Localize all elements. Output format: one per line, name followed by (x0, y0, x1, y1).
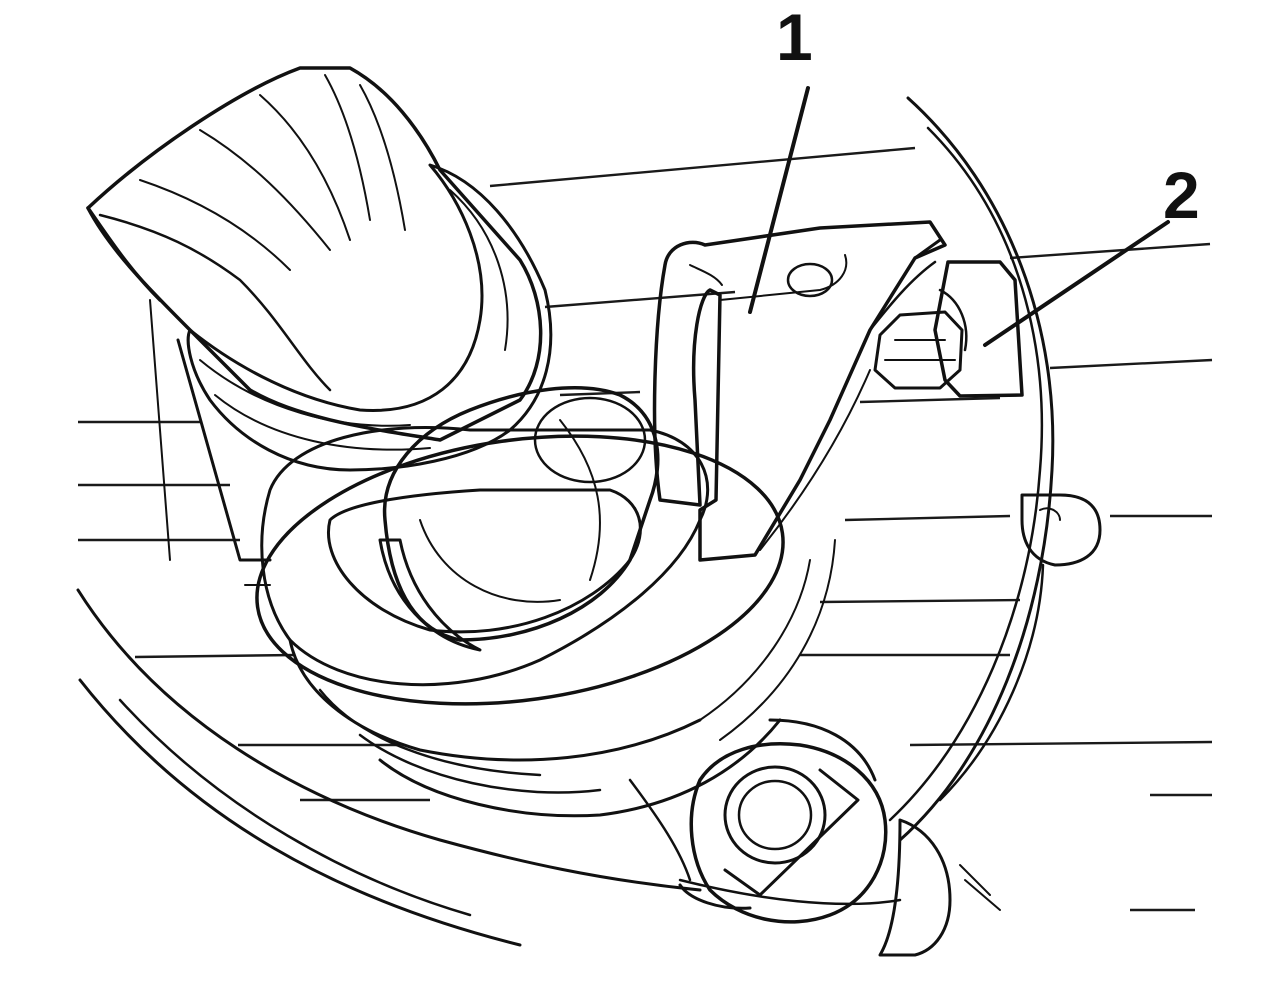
bracket-part-2 (873, 260, 1024, 398)
callout-label-1: 1 (776, 0, 813, 74)
outer-housing (76, 96, 1055, 947)
lower-mount (628, 718, 1001, 957)
callout-label-2: 2 (1163, 158, 1200, 232)
spring-seat (255, 426, 836, 818)
leader-lines (748, 86, 1170, 347)
hose-clip (938, 493, 1102, 802)
shock-absorber (86, 66, 543, 586)
leader-line-2 (983, 220, 1170, 347)
piston-rod (378, 386, 660, 652)
bracket-part-1 (652, 220, 947, 562)
leader-line-1 (748, 86, 810, 314)
dust-boot (186, 163, 553, 472)
background-hatching (78, 146, 1213, 912)
